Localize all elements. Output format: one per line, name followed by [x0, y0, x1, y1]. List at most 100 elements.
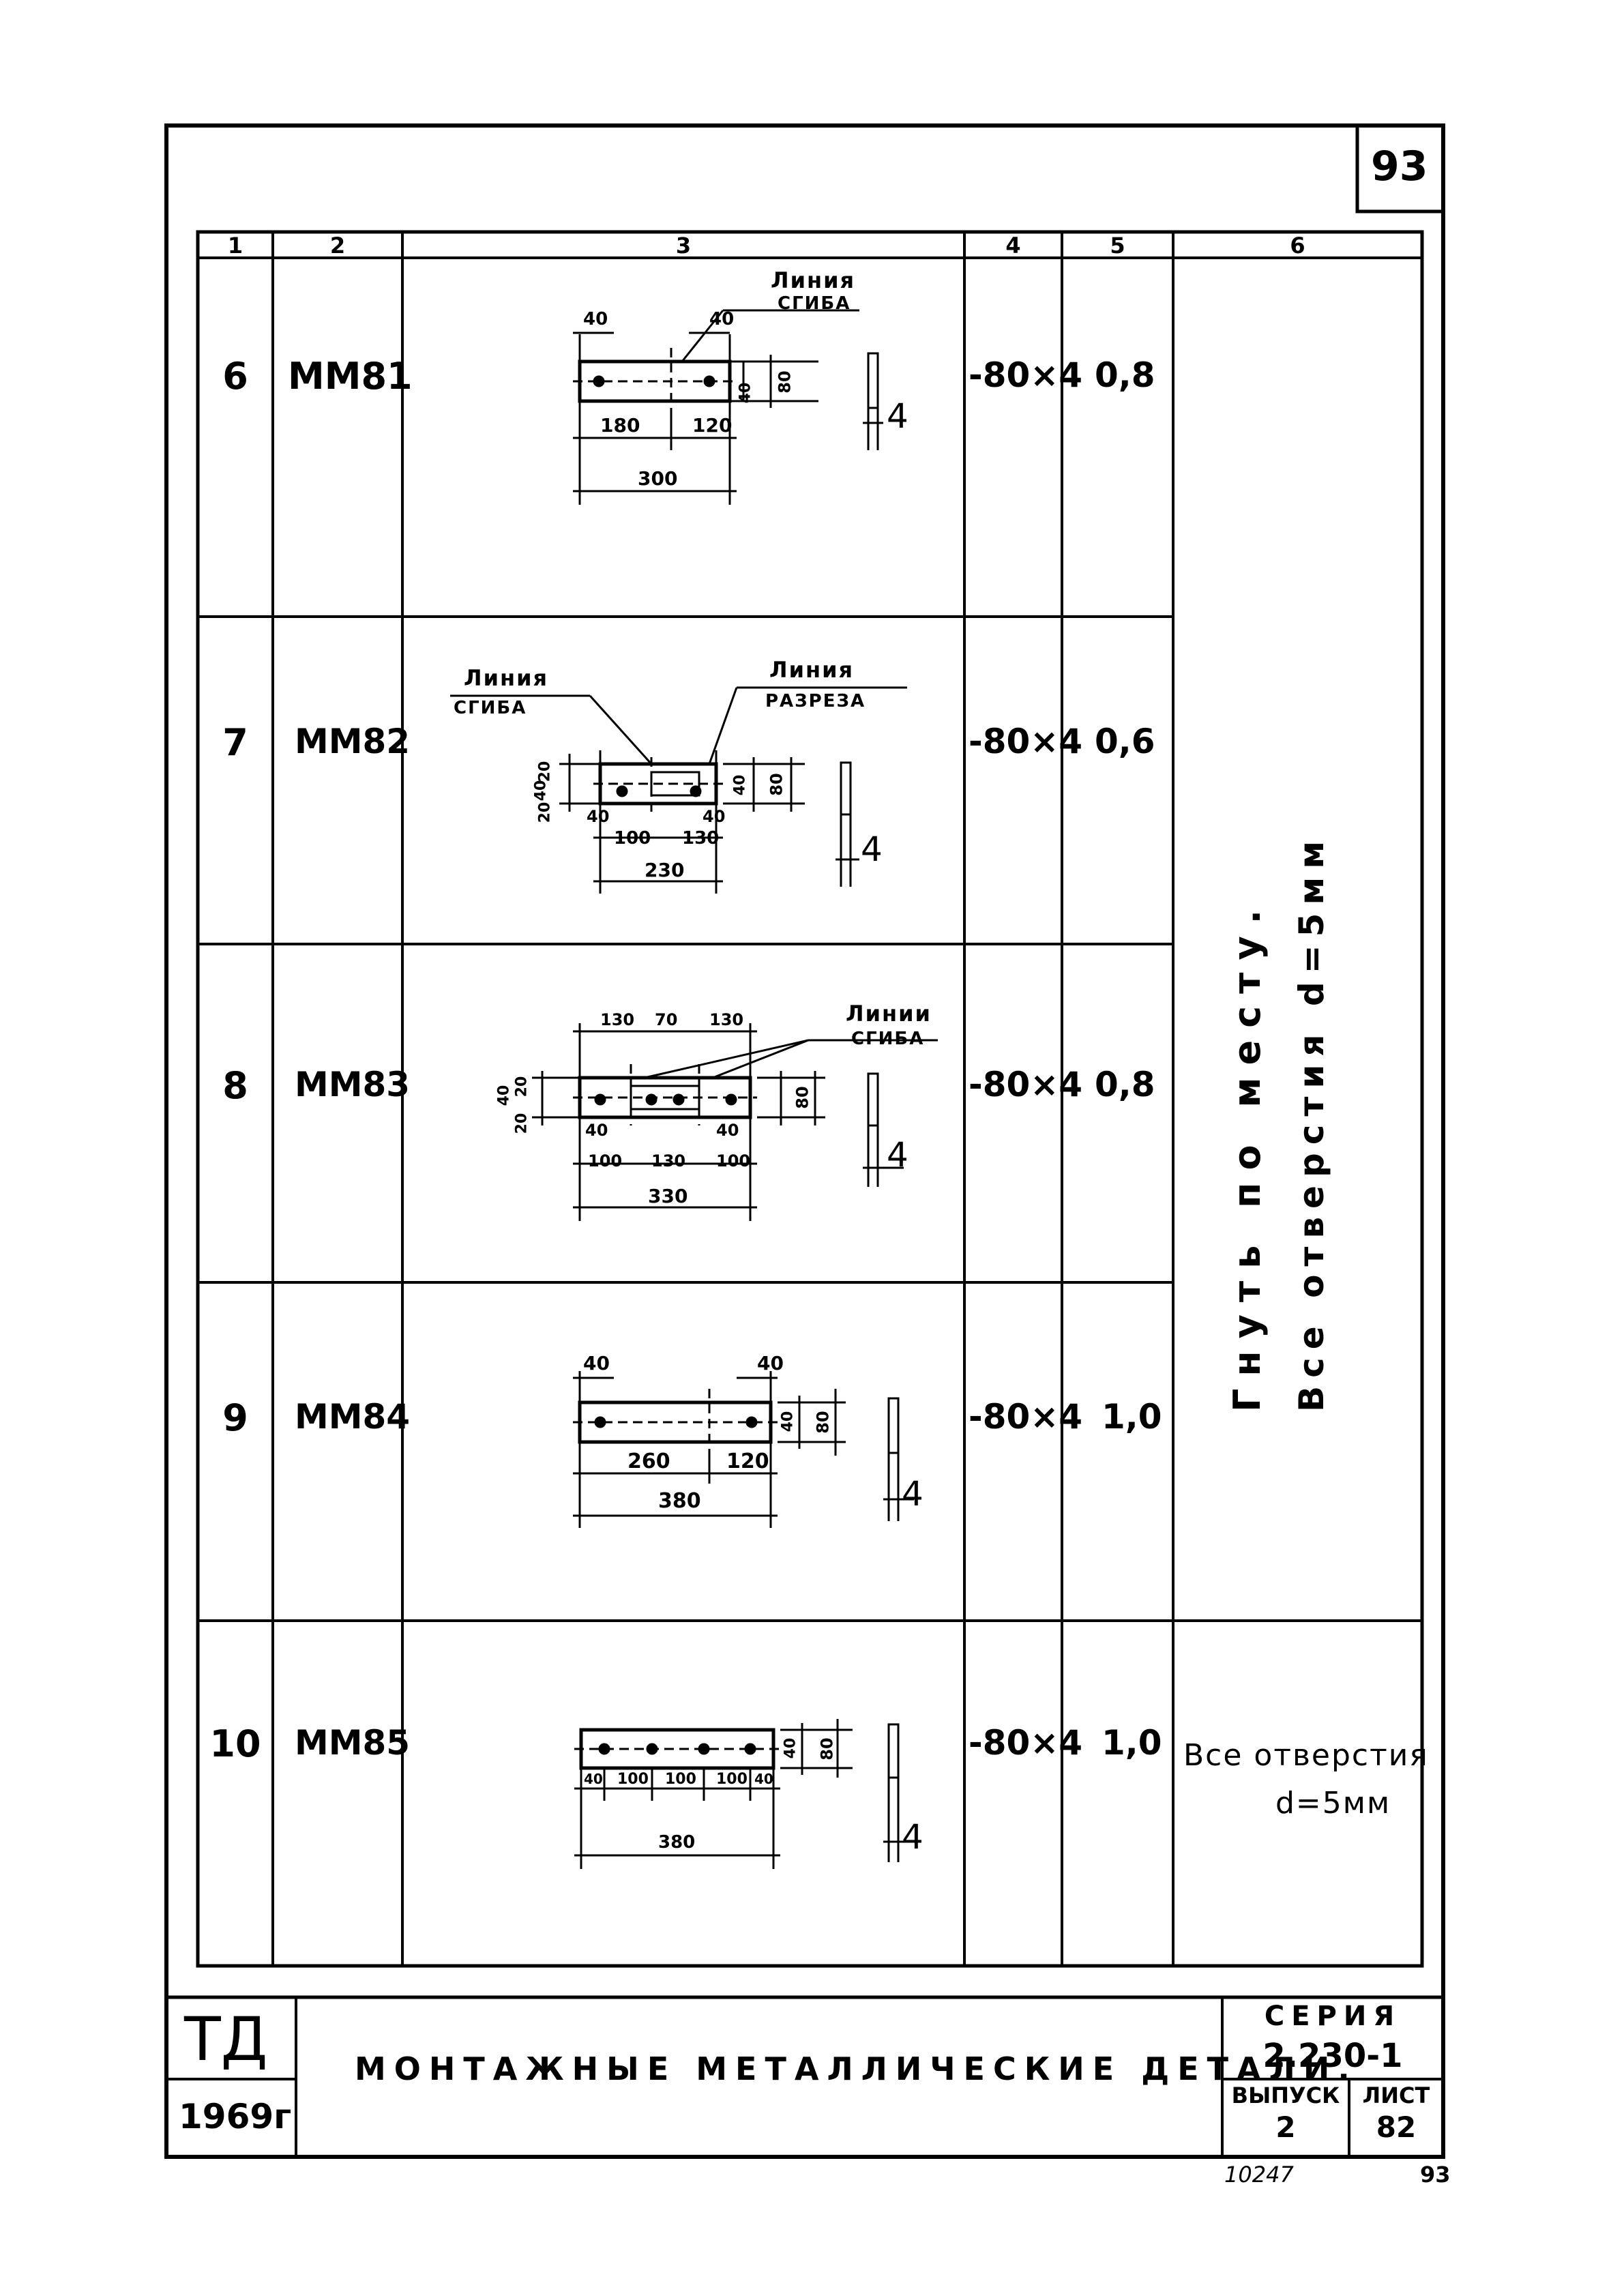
row-8-dim: 100: [716, 1151, 751, 1171]
row-8-dim: 40: [585, 1121, 608, 1140]
row-8-callout-2: сгиба: [851, 1029, 925, 1049]
row-9-dim: 260: [627, 1449, 670, 1473]
row-7-callout-4: разреза: [765, 691, 866, 711]
page-number: 93: [1371, 143, 1428, 190]
row-8-dim: 20: [513, 1113, 531, 1134]
sheet-label: Лист: [1362, 2082, 1430, 2108]
row-6-section: -80×4: [969, 355, 1083, 395]
row-7-mark: ММ82: [295, 722, 411, 761]
row-6-mass: 0,8: [1095, 355, 1155, 395]
document-title: Монтажные металлические детали.: [355, 2050, 1358, 2087]
column-header-6: 6: [1290, 233, 1305, 259]
footer-code: 10247: [1224, 2162, 1294, 2188]
row-10-number: 10: [209, 1722, 261, 1765]
row-10-dim: 380: [658, 1832, 696, 1853]
row-7-mass: 0,6: [1095, 722, 1155, 761]
column-header-4: 4: [1005, 233, 1021, 259]
row-7-callout-1: Линия: [464, 665, 549, 691]
outer-frame: [164, 123, 1445, 2159]
row-6-dim: 300: [638, 467, 678, 490]
drawing-mm84: [573, 1371, 914, 1528]
row-6-callout-1: Линия: [771, 267, 856, 293]
row-9-section: -80×4: [969, 1397, 1083, 1437]
row-7-dim: 40: [587, 807, 610, 826]
org-logo: ТД: [184, 2004, 268, 2074]
row-10-mark: ММ85: [295, 1723, 411, 1763]
row-10-dim: 40: [754, 1771, 773, 1787]
row-8-section: -80×4: [969, 1065, 1083, 1104]
row-10-dim: 100: [617, 1771, 649, 1788]
row-7-callout-2: сгиба: [454, 698, 527, 718]
note-vertical-2: Все отверстия d=5мм: [1292, 832, 1331, 1412]
row-9-dim: 40: [779, 1411, 797, 1432]
row-6-dim: 40: [583, 309, 608, 329]
row-6-callout-2: сгиба: [778, 293, 851, 314]
row-7-dim: 40: [703, 807, 726, 826]
drawing-mm83: [532, 1023, 938, 1221]
drawing-mm81: [573, 309, 883, 505]
footer-page: 93: [1420, 2162, 1451, 2188]
column-header-2: 2: [329, 233, 346, 259]
row-6-mark: ММ81: [288, 355, 413, 398]
row-7-callout-3: Линия: [769, 657, 855, 683]
row-9-mark: ММ84: [295, 1397, 411, 1437]
row-7-number: 7: [222, 721, 248, 764]
row-7-dim: 40: [532, 780, 550, 801]
row-7-dim: 20: [536, 801, 554, 823]
row-8-mark: ММ83: [295, 1065, 411, 1104]
row-8-dim: 20: [513, 1076, 531, 1098]
series-value: 2.230-1: [1262, 2037, 1403, 2075]
row-8-callout-1: Линии: [846, 1001, 932, 1027]
row-9-dim: 4: [902, 1474, 923, 1514]
row-7-dim: 230: [645, 859, 685, 881]
row-9-mass: 1,0: [1102, 1397, 1162, 1437]
row-8-number: 8: [222, 1064, 248, 1107]
issue-value: 2: [1275, 2110, 1296, 2144]
page-number-box: [1355, 123, 1445, 214]
row-9-dim: 40: [583, 1352, 610, 1374]
row-7-dim: 40: [731, 774, 749, 796]
column-header-1: 1: [227, 233, 243, 259]
row-8-dim: 330: [648, 1185, 688, 1207]
table-frame: [196, 230, 1424, 1968]
row-9-dim: 40: [757, 1352, 784, 1374]
row-10-section: -80×4: [969, 1723, 1083, 1763]
row-9-dim: 80: [813, 1411, 833, 1434]
row-7-dim: 20: [536, 761, 554, 782]
row-10-dim: 4: [902, 1817, 923, 1857]
row-9-dim: 380: [658, 1489, 701, 1513]
column-header-5: 5: [1110, 233, 1125, 259]
issue-label: Выпуск: [1231, 2082, 1340, 2108]
row-7-dim: 130: [682, 828, 720, 849]
row-8-dim: 40: [495, 1085, 513, 1106]
row-7-dim: 80: [767, 773, 786, 796]
row-10-dim: 80: [817, 1737, 837, 1761]
row-6-dim: 40: [737, 382, 754, 404]
year: 1969г: [179, 2097, 292, 2136]
row-6-number: 6: [222, 355, 248, 398]
row-10-mass: 1,0: [1102, 1723, 1162, 1763]
row-8-dim: 130: [600, 1010, 635, 1029]
row-8-mass: 0,8: [1095, 1065, 1155, 1104]
row-10-dim: 40: [782, 1737, 799, 1759]
row-9-dim: 120: [726, 1449, 769, 1473]
row-7-section: -80×4: [969, 722, 1083, 761]
row-10-note-line-2: d=5мм: [1275, 1786, 1391, 1821]
row-8-dim: 80: [793, 1086, 812, 1109]
row-6-dim: 80: [775, 370, 795, 394]
sheet-value: 82: [1376, 2110, 1417, 2144]
row-6-dim: 180: [600, 414, 640, 437]
row-8-dim: 4: [887, 1135, 908, 1175]
row-8-dim: 130: [709, 1010, 744, 1029]
row-8-dim: 40: [716, 1121, 739, 1140]
drawing-mm85: [574, 1719, 914, 1869]
row-9-number: 9: [222, 1396, 248, 1439]
series-label: Серия: [1264, 2001, 1402, 2032]
row-10-dim: 100: [716, 1771, 748, 1788]
row-10-note-line-1: Все отверстия: [1183, 1738, 1429, 1773]
row-8-dim: 130: [651, 1151, 686, 1171]
row-6-dim: 120: [692, 414, 733, 437]
row-6-dim: 40: [709, 309, 735, 329]
row-6-dim: 4: [887, 396, 908, 436]
